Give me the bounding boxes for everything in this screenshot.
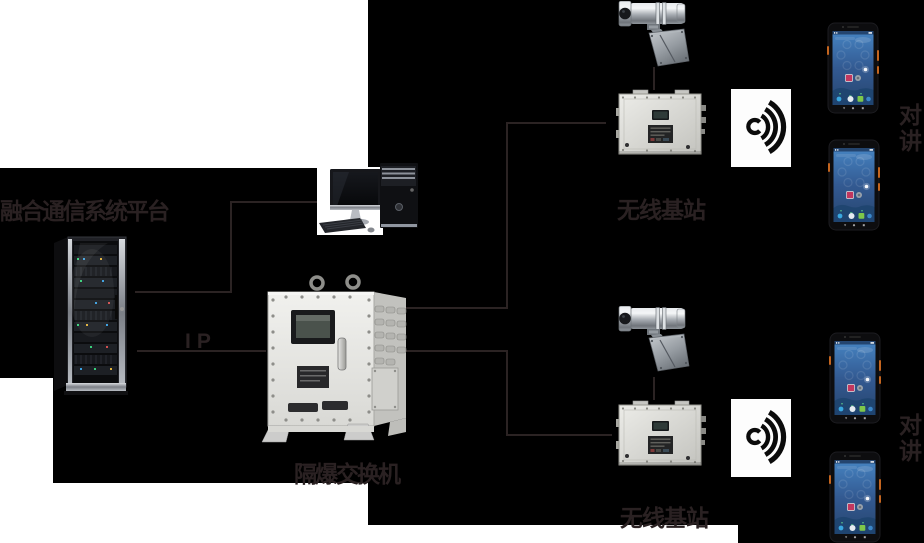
link-st2-v (506, 350, 508, 436)
camera-2-image (618, 306, 690, 372)
base-station-2-label: 无线基站 (620, 505, 709, 531)
page-white-bottomleft (0, 483, 368, 543)
base-station-1-label: 无线基站 (617, 197, 706, 223)
intercom-1-label: 对讲 (899, 102, 922, 154)
link-pc-v (230, 201, 232, 293)
explosion-proof-switch-image (260, 274, 408, 444)
smartphone-4-image (829, 451, 881, 543)
page-white-bottommid (368, 525, 738, 543)
page-white-topleft (0, 0, 368, 168)
base-station-1-image (615, 89, 707, 155)
link-pc-h (230, 201, 318, 203)
link-rack-h (135, 291, 232, 293)
link-cam2-v (653, 377, 655, 400)
link-ip-h (137, 350, 266, 352)
ip-link-label: IP (185, 330, 217, 353)
smartphone-2-image (828, 139, 880, 231)
page-white-leftstrip (0, 378, 53, 484)
link-st1-v (506, 122, 508, 309)
server-rack-image (53, 236, 129, 395)
link-st1-h2 (508, 122, 606, 124)
wifi-signal-icon-2 (731, 399, 791, 477)
link-st2-h1 (404, 350, 508, 352)
smartphone-1-image (827, 22, 879, 114)
link-cam1-v (653, 67, 655, 90)
intercom-2-label: 对讲 (899, 412, 922, 464)
camera-1-image (618, 1, 690, 67)
switch-label: 隔爆交换机 (294, 461, 401, 487)
wifi-signal-icon-1 (731, 89, 791, 167)
platform-label: 融合通信系统平台 (0, 198, 170, 224)
desktop-computer-image (316, 162, 419, 236)
link-st1-h1 (404, 307, 508, 309)
link-st2-h2 (508, 434, 612, 436)
base-station-2-image (615, 400, 707, 466)
smartphone-3-image (829, 332, 881, 424)
